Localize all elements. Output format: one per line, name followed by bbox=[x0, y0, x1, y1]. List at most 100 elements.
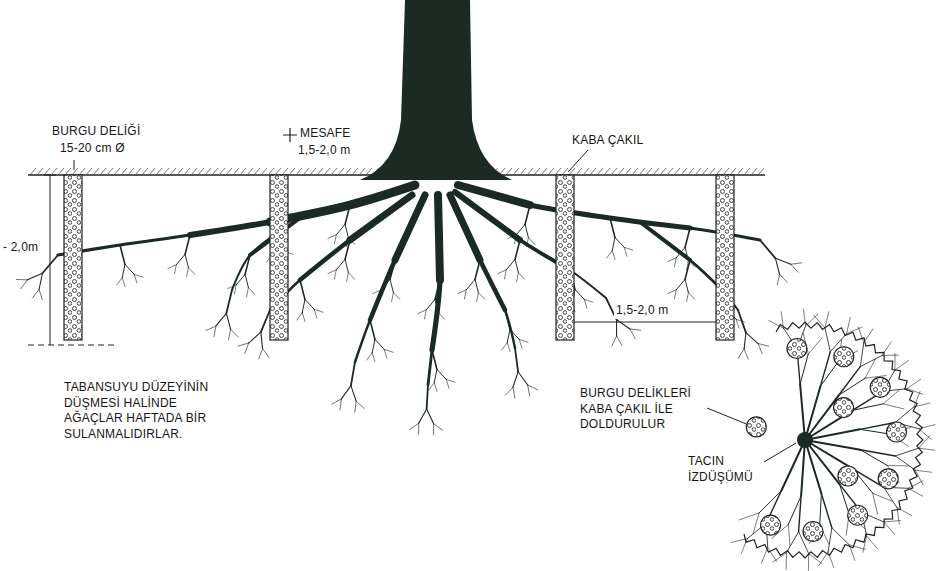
hatch-stroke bbox=[261, 168, 267, 175]
rootlet bbox=[617, 320, 630, 329]
rootlet bbox=[187, 268, 189, 277]
rootlet bbox=[760, 240, 775, 258]
rootlet bbox=[849, 545, 865, 549]
rootlet bbox=[744, 349, 748, 359]
rootlet bbox=[839, 484, 849, 514]
hatch-stroke bbox=[730, 168, 736, 175]
rootlet bbox=[897, 508, 912, 516]
leader-line bbox=[707, 408, 746, 424]
rootlet bbox=[907, 379, 921, 388]
rootlet bbox=[895, 456, 915, 470]
rootlet bbox=[437, 313, 439, 322]
rootlet bbox=[914, 403, 930, 407]
note-text: TABANSUYU DÜZEYİNİN DÜŞMESİ HALİNDE AĞAÇ… bbox=[64, 380, 232, 442]
distance-dimension bbox=[574, 322, 716, 323]
rootlet bbox=[519, 339, 528, 342]
rootlet bbox=[334, 235, 336, 244]
rootlet bbox=[758, 344, 762, 354]
rootlet bbox=[174, 265, 176, 274]
hatch-stroke bbox=[611, 168, 617, 175]
rootlet bbox=[860, 343, 864, 367]
rootlet bbox=[340, 399, 341, 410]
rootlet bbox=[791, 264, 799, 272]
hatch-stroke bbox=[324, 168, 330, 175]
rootlet bbox=[513, 387, 515, 398]
rootlet bbox=[390, 260, 395, 279]
rootlet bbox=[206, 326, 216, 331]
rootlet bbox=[731, 539, 747, 543]
rootlet bbox=[216, 313, 226, 326]
rootlet bbox=[348, 273, 354, 280]
main-root bbox=[370, 195, 425, 320]
rootlet bbox=[519, 339, 522, 348]
rootlet bbox=[615, 237, 624, 247]
rootlet bbox=[668, 290, 676, 294]
borehole-plan bbox=[834, 398, 854, 418]
rootlet bbox=[518, 372, 528, 385]
hatch-stroke bbox=[30, 168, 36, 175]
rootlet bbox=[505, 387, 513, 395]
hatch-stroke bbox=[93, 168, 99, 175]
rootlet bbox=[446, 379, 455, 382]
rootlet bbox=[134, 274, 137, 283]
hatch-stroke bbox=[506, 168, 512, 175]
rootlet bbox=[392, 293, 394, 302]
rootlet bbox=[117, 278, 123, 285]
rootlet bbox=[373, 290, 381, 294]
rootlet bbox=[336, 224, 345, 234]
hatch-stroke bbox=[142, 168, 148, 175]
hatch-stroke bbox=[233, 168, 239, 175]
rootlet bbox=[676, 279, 685, 289]
rootlet bbox=[746, 333, 758, 344]
main-root bbox=[455, 192, 606, 298]
hatch-stroke bbox=[212, 168, 218, 175]
rootlet bbox=[32, 289, 39, 298]
rootlet bbox=[437, 369, 446, 379]
rootlet bbox=[624, 247, 633, 250]
hatch-stroke bbox=[625, 168, 631, 175]
rootlet bbox=[820, 494, 822, 525]
hatch-stroke bbox=[590, 168, 596, 175]
rootlet bbox=[379, 290, 381, 299]
rootlet bbox=[736, 319, 739, 328]
rootlet bbox=[914, 392, 920, 407]
main-root bbox=[640, 222, 690, 260]
rootlet bbox=[867, 536, 878, 549]
rootlet bbox=[786, 553, 787, 570]
rootlet bbox=[384, 349, 393, 352]
rootlet bbox=[249, 332, 261, 343]
main-root bbox=[350, 195, 412, 240]
rootlet bbox=[435, 299, 438, 312]
hatch-stroke bbox=[275, 168, 281, 175]
hatch-stroke bbox=[737, 168, 743, 175]
rootlet bbox=[434, 369, 437, 382]
borehole-plan bbox=[870, 377, 890, 397]
rootlet bbox=[410, 423, 419, 429]
hatch-stroke bbox=[520, 168, 526, 175]
rootlet bbox=[516, 224, 525, 234]
hatch-stroke bbox=[303, 168, 309, 175]
rootlet bbox=[433, 424, 434, 435]
rootlet bbox=[808, 338, 822, 354]
main-root bbox=[432, 195, 440, 350]
rootlet bbox=[808, 554, 809, 571]
rootlet bbox=[919, 436, 930, 448]
crown-projection-outline bbox=[744, 322, 923, 558]
rootlet bbox=[884, 522, 895, 535]
rootlet bbox=[919, 425, 935, 429]
depth-dimension bbox=[50, 175, 51, 345]
rootlet bbox=[803, 309, 805, 325]
rootlet bbox=[328, 270, 336, 274]
rootlet bbox=[865, 359, 875, 378]
hatch-stroke bbox=[352, 168, 358, 175]
rootlet bbox=[427, 385, 428, 409]
rootlet bbox=[828, 552, 834, 568]
rootlet bbox=[28, 273, 43, 280]
tree-trunk bbox=[360, 0, 512, 180]
rootlet bbox=[820, 352, 830, 386]
hatch-stroke bbox=[149, 168, 155, 175]
rootlet bbox=[873, 493, 878, 514]
rootlet bbox=[775, 258, 790, 264]
hatch-stroke bbox=[527, 168, 533, 175]
